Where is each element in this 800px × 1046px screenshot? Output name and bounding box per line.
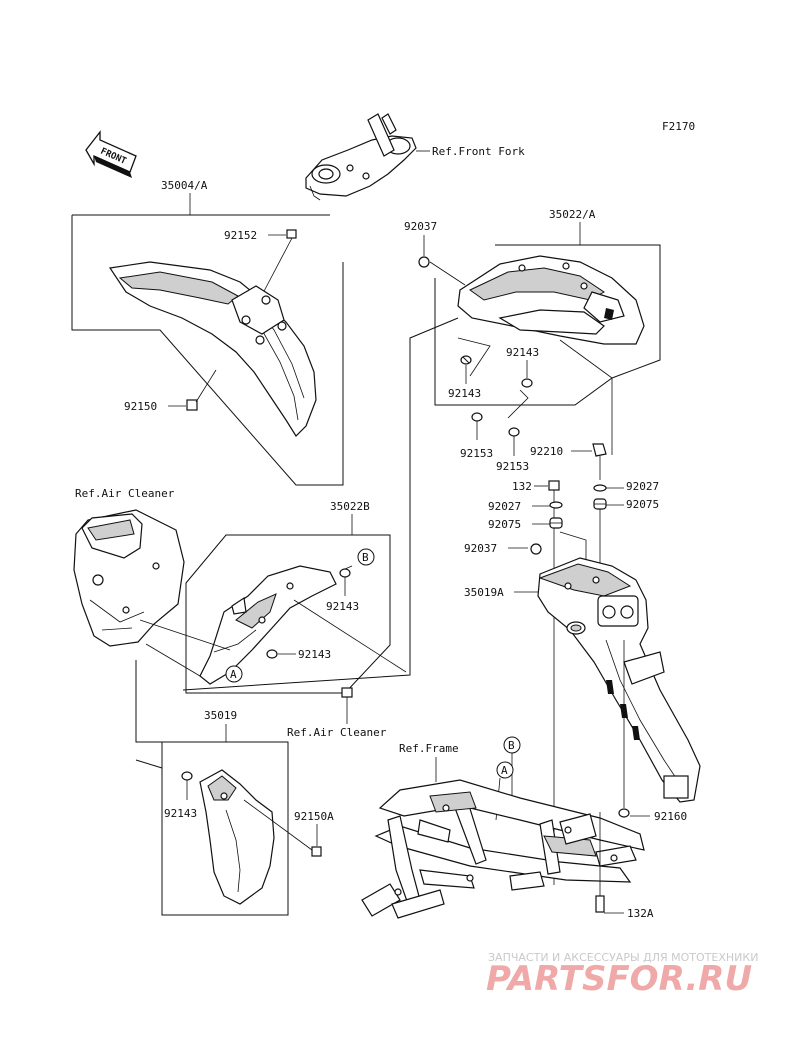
bolt-92150 [186, 369, 217, 411]
label-92150: 92150 [124, 400, 157, 413]
callout-a-1 [225, 665, 243, 683]
front-fender [108, 261, 317, 437]
label-92143-r1: 92143 [448, 387, 481, 400]
grommet-92152 [286, 229, 297, 239]
washer-92027-r [593, 484, 607, 492]
frame-group: Ref.Frame B A [361, 736, 645, 919]
label-92152: 92152 [224, 229, 257, 242]
washer-92027-l [549, 501, 563, 509]
label-92037-mid: 92037 [464, 542, 497, 555]
rear-fender [457, 255, 645, 345]
front-arrow: FRONT [85, 130, 137, 178]
grommet-92143-m2 [266, 649, 296, 659]
label-92143-m2: 92143 [298, 648, 331, 661]
bolt-92160 [618, 640, 650, 818]
label-92075-l: 92075 [488, 518, 521, 531]
shield-group-35019: 35019 92143 92150A [135, 660, 334, 916]
front-fender-group: 35004/A Ref.Front Fork 92152 [71, 113, 525, 486]
rear-fender-group: 35022/A 92037 92143 [182, 208, 661, 885]
label-92075-r: 92075 [626, 498, 659, 511]
label-35019A: 35019A [464, 586, 504, 599]
label-92160: 92160 [654, 810, 687, 823]
rear-mudguard-35019A: 35019A [464, 557, 701, 803]
triple-clamp [305, 113, 417, 201]
label-92153-b: 92153 [496, 460, 529, 473]
label-35022B: 35022B [330, 500, 370, 513]
label-92027-r: 92027 [626, 480, 659, 493]
label-132A: 132A [627, 907, 654, 920]
label-92150A: 92150A [294, 810, 334, 823]
grommet-92143-b [181, 771, 193, 800]
bolt-132 [548, 480, 560, 498]
label-35019: 35019 [204, 709, 237, 722]
grommet-92143-r2 [521, 378, 533, 388]
inner-fender-group: 35022B B 92143 92143 A [139, 500, 407, 694]
ref-frame: Ref.Frame [399, 742, 459, 755]
callout-a-1-letter: A [230, 668, 237, 681]
bolt-92153-a [471, 412, 483, 440]
callout-b-1 [357, 548, 375, 566]
label-92143-b: 92143 [164, 807, 197, 820]
label-92143-r2: 92143 [506, 346, 539, 359]
callout-b-2-letter: B [508, 739, 515, 752]
watermark-tagline: ЗАПЧАСТИ И АКСЕССУАРЫ ДЛЯ МОТОТЕХНИКИ [488, 951, 758, 964]
damper-92075-r [593, 498, 607, 510]
label-92037-top: 92037 [404, 220, 437, 233]
air-cleaner-housing [73, 509, 185, 647]
watermark-brand: PARTSFOR.RU [486, 959, 752, 999]
nut-92037-top [418, 235, 466, 286]
bolt-92150A [243, 799, 322, 857]
callout-b-1-letter: B [362, 551, 369, 564]
label-92210: 92210 [530, 445, 563, 458]
bolt-92153-b [508, 427, 520, 456]
figure-code: F2170 [662, 120, 695, 133]
callout-a-2 [496, 761, 514, 779]
air-cleaner-bolt [341, 687, 353, 724]
label-92153-a: 92153 [460, 447, 493, 460]
bolt-132A [595, 812, 624, 914]
callout-a-2-letter: A [501, 764, 508, 777]
ref-front-fork: Ref.Front Fork [432, 145, 525, 158]
label-35004A: 35004/A [161, 179, 208, 192]
ref-air-cleaner-top: Ref.Air Cleaner [75, 487, 175, 500]
label-92143-m1: 92143 [326, 600, 359, 613]
clip-92210 [592, 443, 607, 480]
grommet-92143-m1 [339, 568, 351, 596]
ref-air-cleaner-bottom: Ref.Air Cleaner [287, 726, 387, 739]
label-35022A: 35022/A [549, 208, 596, 221]
grommet-92143-r1 [460, 355, 472, 365]
label-92027-l: 92027 [488, 500, 521, 513]
nut-92037-mid [530, 543, 542, 555]
label-132: 132 [512, 480, 532, 493]
damper-92075-l [549, 517, 563, 529]
